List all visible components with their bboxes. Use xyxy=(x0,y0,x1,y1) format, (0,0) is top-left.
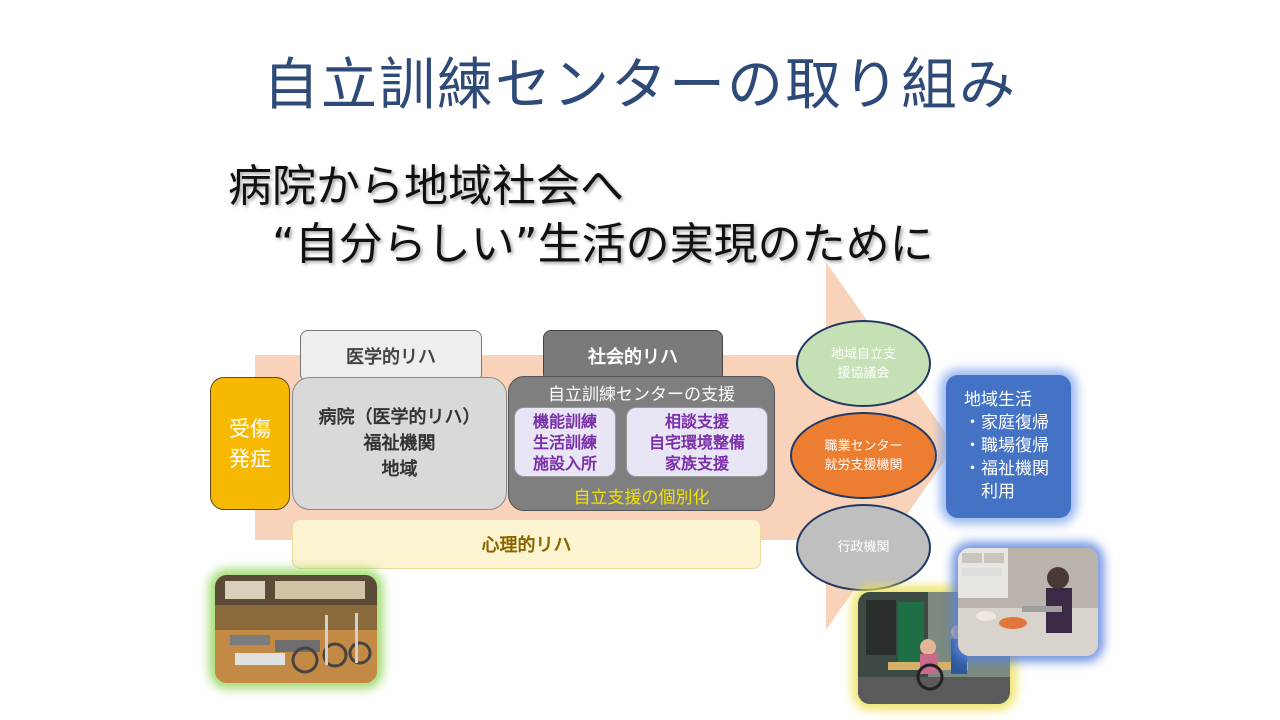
partner-regional-council: 地域自立支 援協議会 xyxy=(796,320,931,407)
medical-rehab-label: 医学的リハ xyxy=(300,330,482,382)
partner-vocational-center: 職業センター 就労支援機関 xyxy=(790,412,937,499)
community-item: 利用 xyxy=(964,482,1015,502)
training-item: 生活訓練 xyxy=(532,432,597,452)
center-support-title: 自立訓練センターの支援 xyxy=(548,385,735,405)
community-life-box: 地域生活 ・家庭復帰 ・職場復帰 ・福祉機関 利用 xyxy=(946,375,1071,518)
training-list: 機能訓練 生活訓練 施設入所 xyxy=(514,407,616,477)
hospital-box: 病院（医学的リハ） 福祉機関 地域 xyxy=(292,377,507,510)
support-list: 相談支援 自宅環境整備 家族支援 xyxy=(626,407,768,477)
page-title: 自立訓練センターの取り組み xyxy=(263,53,1017,118)
community-item: ・職場復帰 xyxy=(964,436,1049,456)
social-rehab-label: 社会的リハ xyxy=(543,330,723,382)
subtitle-line-1: 病院から地域社会へ xyxy=(228,161,624,212)
hospital-line-3: 地域 xyxy=(381,458,418,480)
subtitle-line-2: “自分らしい”生活の実現のために xyxy=(272,219,934,270)
center-support-footer: 自立支援の個別化 xyxy=(573,488,710,508)
community-title: 地域生活 xyxy=(964,390,1032,410)
partner-line: 行政機関 xyxy=(837,540,890,555)
partner-line: 援協議会 xyxy=(837,365,890,381)
partner-government: 行政機関 xyxy=(796,504,931,591)
onset-box: 受傷 発症 xyxy=(210,377,290,510)
partner-line: 地域自立支 xyxy=(830,346,896,362)
training-item: 施設入所 xyxy=(532,453,597,473)
center-support-box: 自立訓練センターの支援 機能訓練 生活訓練 施設入所 相談支援 自宅環境整備 家… xyxy=(508,376,775,511)
kitchen-cooking-photo xyxy=(958,548,1098,656)
partner-line: 職業センター xyxy=(824,438,903,454)
onset-line-1: 受傷 xyxy=(229,416,271,441)
support-item: 相談支援 xyxy=(664,411,729,431)
hospital-line-1: 病院（医学的リハ） xyxy=(318,406,481,428)
psych-rehab-label: 心理的リハ xyxy=(292,519,761,569)
hospital-line-2: 福祉機関 xyxy=(363,432,436,454)
training-item: 機能訓練 xyxy=(532,411,597,431)
onset-line-2: 発症 xyxy=(229,446,271,471)
gym-wheelchair-photo xyxy=(215,575,377,683)
support-item: 家族支援 xyxy=(664,453,729,473)
community-item: ・家庭復帰 xyxy=(964,413,1049,433)
community-item: ・福祉機関 xyxy=(964,459,1049,479)
partner-line: 就労支援機関 xyxy=(824,457,903,473)
support-item: 自宅環境整備 xyxy=(648,432,745,452)
